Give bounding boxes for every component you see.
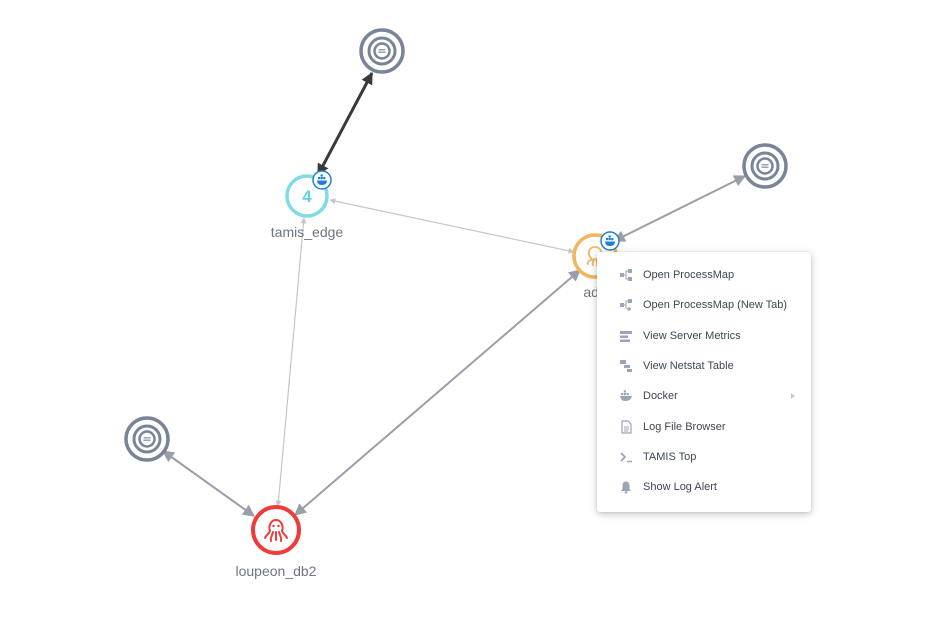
menu-item-label: TAMIS Top bbox=[643, 450, 697, 463]
edge-ado-to-right-endpoint[interactable] bbox=[612, 175, 747, 242]
menu-item-view-netstat-table[interactable]: View Netstat Table bbox=[597, 351, 811, 381]
server-metrics-icon bbox=[619, 329, 633, 343]
file-icon bbox=[619, 420, 633, 434]
menu-item-label: View Netstat Table bbox=[643, 360, 734, 373]
edge-ado-to-loupeon-db2[interactable] bbox=[294, 269, 581, 516]
menu-item-open-processmap-new-tab[interactable]: Open ProcessMap (New Tab) bbox=[597, 290, 811, 320]
node-tamis-edge[interactable]: 4 bbox=[285, 170, 332, 218]
node-ado[interactable] bbox=[572, 231, 620, 279]
menu-item-label: View Server Metrics bbox=[643, 329, 741, 342]
edge-tamis-edge-to-ado[interactable] bbox=[329, 198, 575, 254]
menu-item-label: Log File Browser bbox=[643, 420, 726, 433]
docker-icon bbox=[619, 389, 633, 403]
edge-tamis-edge-to-top-endpoint[interactable] bbox=[316, 71, 374, 177]
menu-item-show-log-alert[interactable]: Show Log Alert bbox=[597, 472, 811, 502]
octopus-icon bbox=[264, 518, 288, 542]
netstat-table-icon bbox=[619, 359, 633, 373]
docker-icon bbox=[600, 231, 620, 251]
node-loupeon-db2-label: loupeon_db2 bbox=[236, 563, 317, 579]
process-map-new-tab-icon bbox=[619, 298, 633, 312]
menu-item-label: Show Log Alert bbox=[643, 481, 717, 494]
endpoint-node-left[interactable] bbox=[124, 416, 170, 462]
docker-icon bbox=[312, 170, 332, 190]
process-map-icon bbox=[619, 268, 633, 282]
menu-item-open-processmap[interactable]: Open ProcessMap bbox=[597, 260, 811, 290]
node-tamis-edge-count: 4 bbox=[302, 187, 312, 206]
node-tamis-edge-label: tamis_edge bbox=[271, 224, 344, 240]
chevron-right-icon bbox=[791, 393, 795, 400]
menu-item-label: Open ProcessMap bbox=[643, 269, 735, 282]
node-loupeon-db2[interactable] bbox=[251, 505, 301, 555]
menu-item-view-server-metrics[interactable]: View Server Metrics bbox=[597, 321, 811, 351]
edge-left-endpoint-to-loupeon-db2[interactable] bbox=[162, 450, 255, 517]
edge-tamis-edge-to-loupeon-db2[interactable] bbox=[275, 217, 307, 507]
menu-item-log-file-browser[interactable]: Log File Browser bbox=[597, 411, 811, 441]
terminal-icon bbox=[619, 450, 633, 464]
endpoint-node-top[interactable] bbox=[359, 28, 405, 74]
menu-item-tamis-top[interactable]: TAMIS Top bbox=[597, 442, 811, 472]
menu-item-label: Open ProcessMap (New Tab) bbox=[643, 299, 788, 312]
node-context-menu: Open ProcessMap Open ProcessMap (New Tab… bbox=[597, 252, 811, 512]
menu-item-label: Docker bbox=[643, 390, 678, 403]
menu-item-docker[interactable]: Docker bbox=[597, 381, 811, 411]
bell-icon bbox=[619, 480, 633, 494]
endpoint-node-right[interactable] bbox=[742, 143, 788, 189]
